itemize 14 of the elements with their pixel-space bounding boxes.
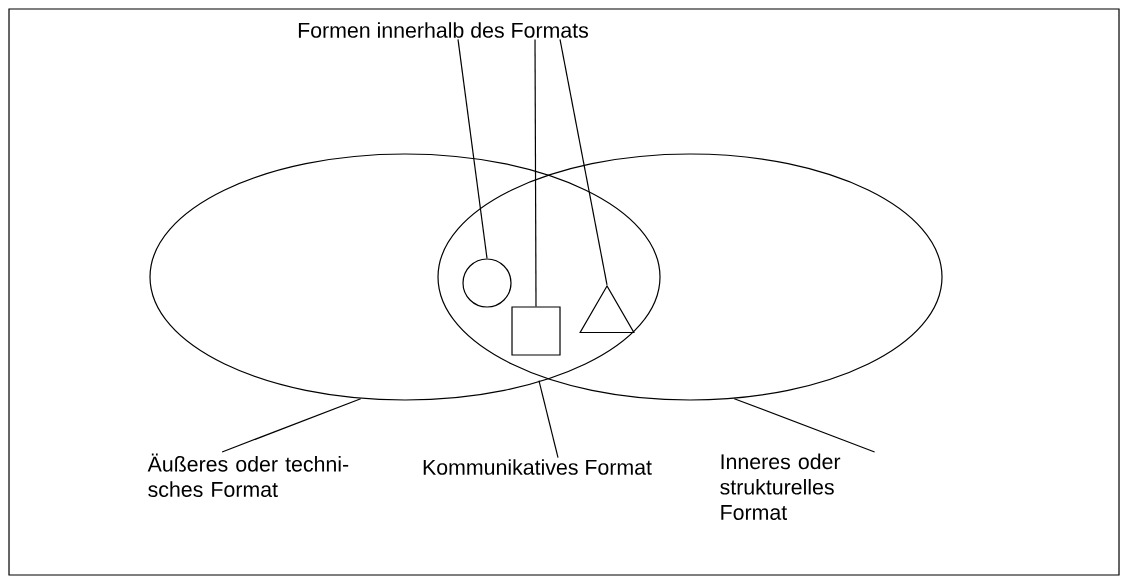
- leader-line: [538, 380, 559, 459]
- leader-line: [221, 398, 362, 453]
- ellipse-shape: [149, 153, 661, 401]
- square-shape: [511, 306, 561, 356]
- leader-line: [733, 398, 876, 453]
- label: Kommunikatives Format: [423, 459, 652, 475]
- leader-line: [559, 38, 608, 286]
- label: Äußeres oder techni- sches Format: [147, 453, 349, 497]
- leader-line: [534, 38, 537, 307]
- circle-shape: [462, 258, 512, 308]
- leader-line: [457, 38, 488, 259]
- ellipse-shape: [437, 153, 943, 401]
- label: Inneres oder strukturelles Format: [720, 453, 841, 520]
- label: Formen innerhalb des Formats: [298, 22, 588, 38]
